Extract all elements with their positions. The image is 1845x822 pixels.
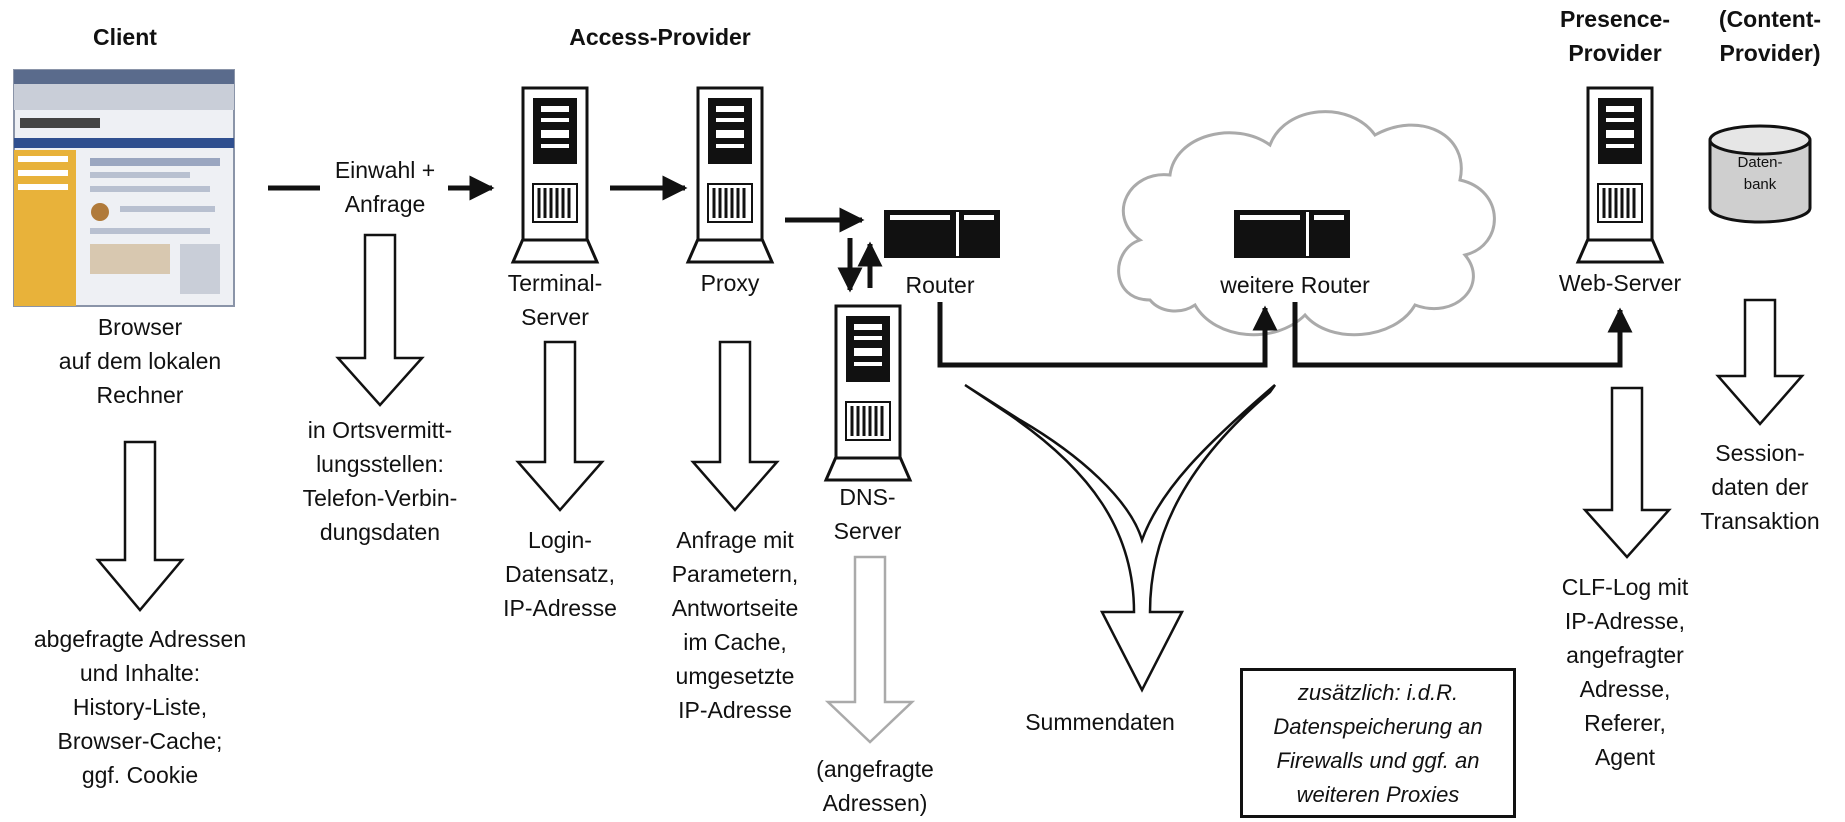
exchange-data-line: lungsstellen:	[316, 451, 444, 477]
dns-server-label: DNS- Server	[800, 480, 935, 548]
terminal-data-line: IP-Adresse	[503, 595, 617, 621]
proxy-data-line: umgesetzte	[675, 663, 795, 689]
proxy-data-line: Parametern,	[671, 561, 799, 587]
browser-label-line: Browser	[97, 314, 183, 340]
data-store-arrows	[95, 233, 1805, 744]
router-label: Router	[905, 272, 975, 298]
database-icon	[1708, 124, 1812, 224]
session-data-line: Session-	[1715, 440, 1805, 466]
content-provider-line: Provider)	[1719, 40, 1821, 66]
web-server-data-line: IP-Adresse,	[1564, 608, 1686, 634]
einwahl-label-line: Einwahl +	[334, 157, 436, 183]
content-provider-header: (Content- Provider)	[1690, 2, 1845, 70]
access-provider-header: Access-Provider	[569, 24, 751, 50]
web-server-data-line: angefragter	[1566, 642, 1684, 668]
dns-data-label: (angefragte Adressen)	[790, 752, 960, 820]
terminal-server-label-line: Terminal-	[507, 270, 603, 296]
session-data-label: Session- daten der Transaktion	[1680, 436, 1840, 538]
terminal-data-line: Datensatz,	[505, 561, 615, 587]
dns-data-line: (angefragte	[816, 756, 934, 782]
note-line: zusätzlich: i.d.R.	[1297, 680, 1459, 705]
dns-data-line: Adressen)	[822, 790, 928, 816]
client-data-line: und Inhalte:	[79, 660, 201, 686]
einwahl-label: Einwahl + Anfrage	[305, 153, 465, 221]
terminal-server-label-line: Server	[521, 304, 589, 330]
exchange-data-line: dungsdaten	[319, 519, 441, 545]
client-header: Client	[93, 24, 157, 50]
web-server-icon	[1576, 86, 1664, 264]
session-data-line: Transaktion	[1700, 508, 1820, 534]
exchange-data-line: Telefon-Verbin-	[302, 485, 458, 511]
dns-server-icon	[824, 304, 912, 482]
proxy-data-label: Anfrage mit Parametern, Antwortseite im …	[640, 523, 830, 727]
client-data-line: Browser-Cache;	[57, 728, 223, 754]
presence-provider-line: Provider	[1568, 40, 1662, 66]
dns-server-label-line: DNS-	[839, 484, 896, 510]
proxy-data-line: Antwortseite	[671, 595, 799, 621]
web-server-data-line: CLF-Log mit	[1561, 574, 1689, 600]
proxy-data-line: IP-Adresse	[678, 697, 792, 723]
web-server-label: Web-Server	[1558, 270, 1682, 296]
proxy-data-line: im Cache,	[683, 629, 787, 655]
content-provider-line: (Content-	[1718, 6, 1822, 32]
router-data-label: Summendaten	[1025, 709, 1175, 735]
web-server-data-label: CLF-Log mit IP-Adresse, angefragter Adre…	[1535, 570, 1715, 774]
client-data-label: abgefragte Adressen und Inhalte: History…	[0, 622, 280, 792]
browser-label: Browser auf dem lokalen Rechner	[20, 310, 260, 412]
web-server-data-line: Agent	[1594, 744, 1656, 770]
database-label: Daten- bank	[1715, 152, 1805, 196]
terminal-server-icon	[511, 86, 599, 264]
web-server-data-line: Referer,	[1584, 710, 1666, 736]
database-label-line: Daten-	[1737, 154, 1783, 171]
proxy-server-icon	[686, 86, 774, 264]
dns-server-label-line: Server	[833, 518, 902, 544]
note-line: Datenspeicherung an	[1273, 714, 1483, 739]
browser-screenshot-icon	[13, 69, 235, 307]
presence-provider-line: Presence-	[1560, 6, 1670, 32]
terminal-server-label: Terminal- Server	[480, 266, 630, 334]
browser-label-line: auf dem lokalen	[58, 348, 222, 374]
note-line: Firewalls und ggf. an	[1276, 748, 1480, 773]
note-line: weiteren Proxies	[1296, 782, 1460, 807]
router-icon	[884, 210, 1000, 258]
flow-arrows	[268, 175, 1633, 368]
presence-provider-header: Presence- Provider	[1530, 2, 1700, 70]
exchange-data-label: in Ortsvermitt- lungsstellen: Telefon-Ve…	[270, 413, 490, 549]
further-router-icon	[1234, 210, 1350, 258]
client-data-line: abgefragte Adressen	[33, 626, 247, 652]
further-router-label: weitere Router	[1220, 272, 1370, 298]
browser-label-line: Rechner	[96, 382, 184, 408]
terminal-data-line: Login-	[528, 527, 592, 553]
additional-storage-note: zusätzlich: i.d.R. Datenspeicherung an F…	[1240, 668, 1516, 818]
client-data-line: History-Liste,	[72, 694, 208, 720]
database-label-line: bank	[1743, 176, 1777, 193]
web-server-data-line: Adresse,	[1579, 676, 1671, 702]
session-data-line: daten der	[1711, 474, 1809, 500]
einwahl-label-line: Anfrage	[344, 191, 426, 217]
proxy-data-line: Anfrage mit	[676, 527, 794, 553]
client-data-line: ggf. Cookie	[81, 762, 199, 788]
exchange-data-line: in Ortsvermitt-	[307, 417, 453, 443]
terminal-data-label: Login- Datensatz, IP-Adresse	[475, 523, 645, 625]
proxy-label: Proxy	[700, 270, 760, 296]
